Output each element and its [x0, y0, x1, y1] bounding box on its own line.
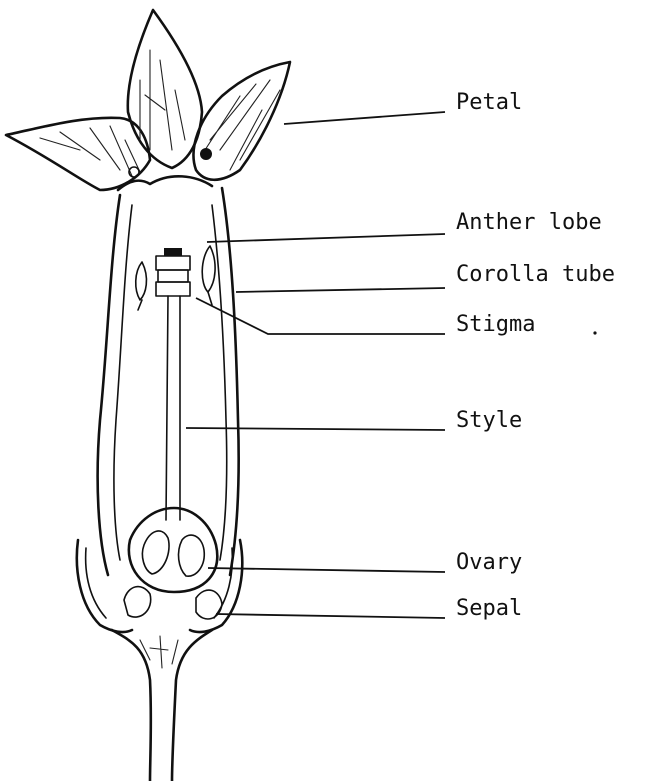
ovary-shape [124, 508, 222, 619]
label-sepal: Sepal [456, 598, 522, 620]
receptacle-and-stalk [112, 630, 212, 781]
petal-left [6, 118, 150, 190]
corolla-tube-shape [98, 188, 239, 575]
label-style: Style [456, 410, 522, 432]
stigma-shape [156, 248, 190, 296]
petal-right [194, 62, 290, 180]
label-petal: Petal [456, 92, 522, 114]
label-ovary: Ovary [456, 552, 522, 574]
label-corolla-tube: Corolla tube [456, 264, 615, 286]
label-stigma: Stigma [456, 314, 535, 336]
style-shape [166, 296, 180, 520]
petal-center [128, 10, 202, 168]
label-anther-lobe: Anther lobe [456, 212, 602, 234]
